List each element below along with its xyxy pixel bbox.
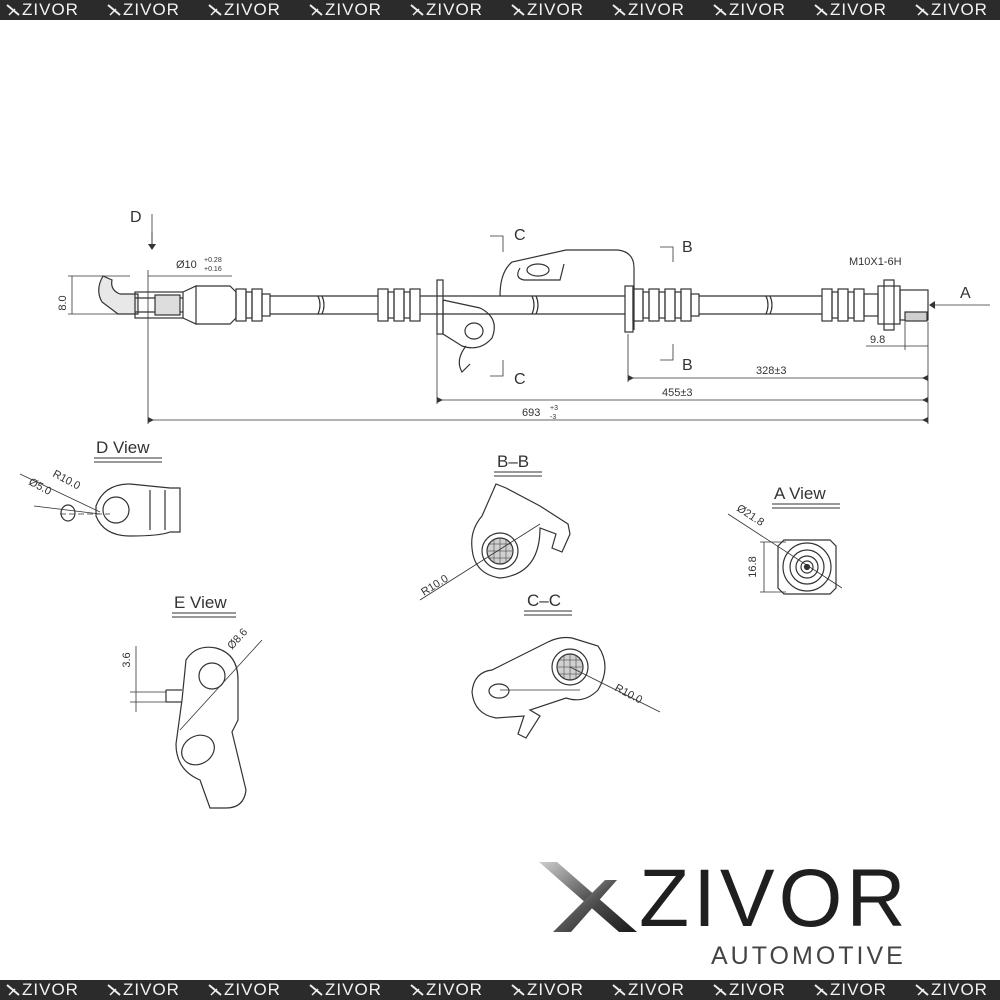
- watermark-mark: ZIVOR: [909, 980, 1000, 1000]
- watermark-x-icon: [713, 984, 727, 996]
- a-view-height: 16.8: [747, 556, 759, 577]
- bb-view-radius: R10.0: [419, 573, 450, 599]
- label-b-bottom: B: [682, 357, 693, 374]
- watermark-text: ZIVOR: [123, 0, 180, 19]
- label-a: A: [960, 285, 971, 302]
- watermark-text: ZIVOR: [426, 0, 483, 19]
- watermark-text: ZIVOR: [931, 0, 988, 19]
- watermark-x-icon: [511, 4, 525, 16]
- d-view-dia: Ø5.0: [27, 476, 54, 498]
- watermark-x-icon: [208, 984, 222, 996]
- watermark-banner-top: ZIVOR ZIVOR ZIVOR ZIVOR ZIVOR ZIVOR ZIVOR ZIVOR…: [0, 0, 1000, 20]
- watermark-x-icon: [107, 4, 121, 16]
- watermark-text: ZIVOR: [931, 980, 988, 999]
- dim-693-upper: +3: [550, 405, 558, 412]
- watermark-mark: ZIVOR: [303, 0, 404, 20]
- dim-693-lower: -3: [550, 414, 556, 421]
- cc-view-radius: R10.0: [613, 682, 645, 706]
- watermark-text: ZIVOR: [527, 980, 584, 999]
- watermark-mark: ZIVOR: [707, 0, 808, 20]
- logo-brand: ZIVOR: [639, 853, 910, 944]
- watermark-mark: ZIVOR: [0, 980, 101, 1000]
- watermark-x-icon: [612, 4, 626, 16]
- watermark-mark: ZIVOR: [808, 980, 909, 1000]
- bb-view-title: B–B: [497, 452, 529, 471]
- watermark-mark: ZIVOR: [606, 0, 707, 20]
- watermark-text: ZIVOR: [22, 980, 79, 999]
- zivor-x-icon: [539, 862, 637, 932]
- watermark-x-icon: [410, 4, 424, 16]
- watermark-mark: ZIVOR: [202, 0, 303, 20]
- label-c-top: C: [514, 227, 526, 244]
- watermark-text: ZIVOR: [628, 980, 685, 999]
- watermark-x-icon: [511, 984, 525, 996]
- watermark-x-icon: [107, 984, 121, 996]
- a-view-dia: Ø21.8: [734, 502, 766, 528]
- watermark-mark: ZIVOR: [505, 0, 606, 20]
- watermark-x-icon: [309, 4, 323, 16]
- watermark-x-icon: [6, 4, 20, 16]
- dim-9-8: 9.8: [870, 334, 885, 346]
- watermark-text: ZIVOR: [729, 980, 786, 999]
- label-d: D: [130, 209, 142, 226]
- watermark-x-icon: [208, 4, 222, 16]
- label-b-top: B: [682, 239, 693, 256]
- e-view-dim: 3.6: [121, 652, 133, 667]
- watermark-x-icon: [309, 984, 323, 996]
- zivor-logo: ZIVOR AUTOMOTIVE: [535, 853, 980, 973]
- watermark-mark: ZIVOR: [404, 980, 505, 1000]
- watermark-text: ZIVOR: [426, 980, 483, 999]
- logo-subtitle: AUTOMOTIVE: [711, 942, 906, 970]
- e-view-title: E View: [174, 593, 227, 612]
- watermark-banner-bottom: ZIVOR ZIVOR ZIVOR ZIVOR ZIVOR ZIVOR ZIVOR ZIVOR…: [0, 980, 1000, 1000]
- watermark-text: ZIVOR: [22, 0, 79, 19]
- watermark-mark: ZIVOR: [909, 0, 1000, 20]
- thread-spec: M10X1-6H: [849, 256, 902, 268]
- watermark-text: ZIVOR: [729, 0, 786, 19]
- cc-view-title: C–C: [527, 591, 561, 610]
- watermark-mark: ZIVOR: [404, 0, 505, 20]
- watermark-text: ZIVOR: [830, 980, 887, 999]
- watermark-text: ZIVOR: [527, 0, 584, 19]
- dim-8: 8.0: [57, 295, 69, 310]
- e-view-dia: Ø8.6: [225, 626, 250, 652]
- watermark-x-icon: [814, 984, 828, 996]
- watermark-mark: ZIVOR: [808, 0, 909, 20]
- a-view-title: A View: [774, 484, 826, 503]
- watermark-x-icon: [6, 984, 20, 996]
- dia10-label: Ø10: [176, 259, 197, 271]
- watermark-mark: ZIVOR: [101, 980, 202, 1000]
- watermark-mark: ZIVOR: [303, 980, 404, 1000]
- watermark-text: ZIVOR: [224, 0, 281, 19]
- watermark-x-icon: [410, 984, 424, 996]
- label-c-bottom: C: [514, 371, 526, 388]
- watermark-mark: ZIVOR: [707, 980, 808, 1000]
- d-view-title: D View: [96, 438, 150, 457]
- watermark-mark: ZIVOR: [202, 980, 303, 1000]
- dim-693: 693: [522, 407, 540, 419]
- watermark-x-icon: [915, 4, 929, 16]
- watermark-x-icon: [612, 984, 626, 996]
- watermark-text: ZIVOR: [830, 0, 887, 19]
- watermark-text: ZIVOR: [325, 0, 382, 19]
- d-view-radius: R10.0: [51, 468, 83, 492]
- watermark-text: ZIVOR: [628, 0, 685, 19]
- watermark-mark: ZIVOR: [0, 0, 101, 20]
- watermark-mark: ZIVOR: [505, 980, 606, 1000]
- dia10-lower: +0.16: [204, 266, 222, 273]
- watermark-text: ZIVOR: [123, 980, 180, 999]
- watermark-mark: ZIVOR: [606, 980, 707, 1000]
- watermark-x-icon: [713, 4, 727, 16]
- watermark-mark: ZIVOR: [101, 0, 202, 20]
- watermark-x-icon: [915, 984, 929, 996]
- watermark-text: ZIVOR: [325, 980, 382, 999]
- watermark-text: ZIVOR: [224, 980, 281, 999]
- dim-455: 455±3: [662, 387, 693, 399]
- dim-328: 328±3: [756, 365, 787, 377]
- dia10-upper: +0.28: [204, 257, 222, 264]
- watermark-x-icon: [814, 4, 828, 16]
